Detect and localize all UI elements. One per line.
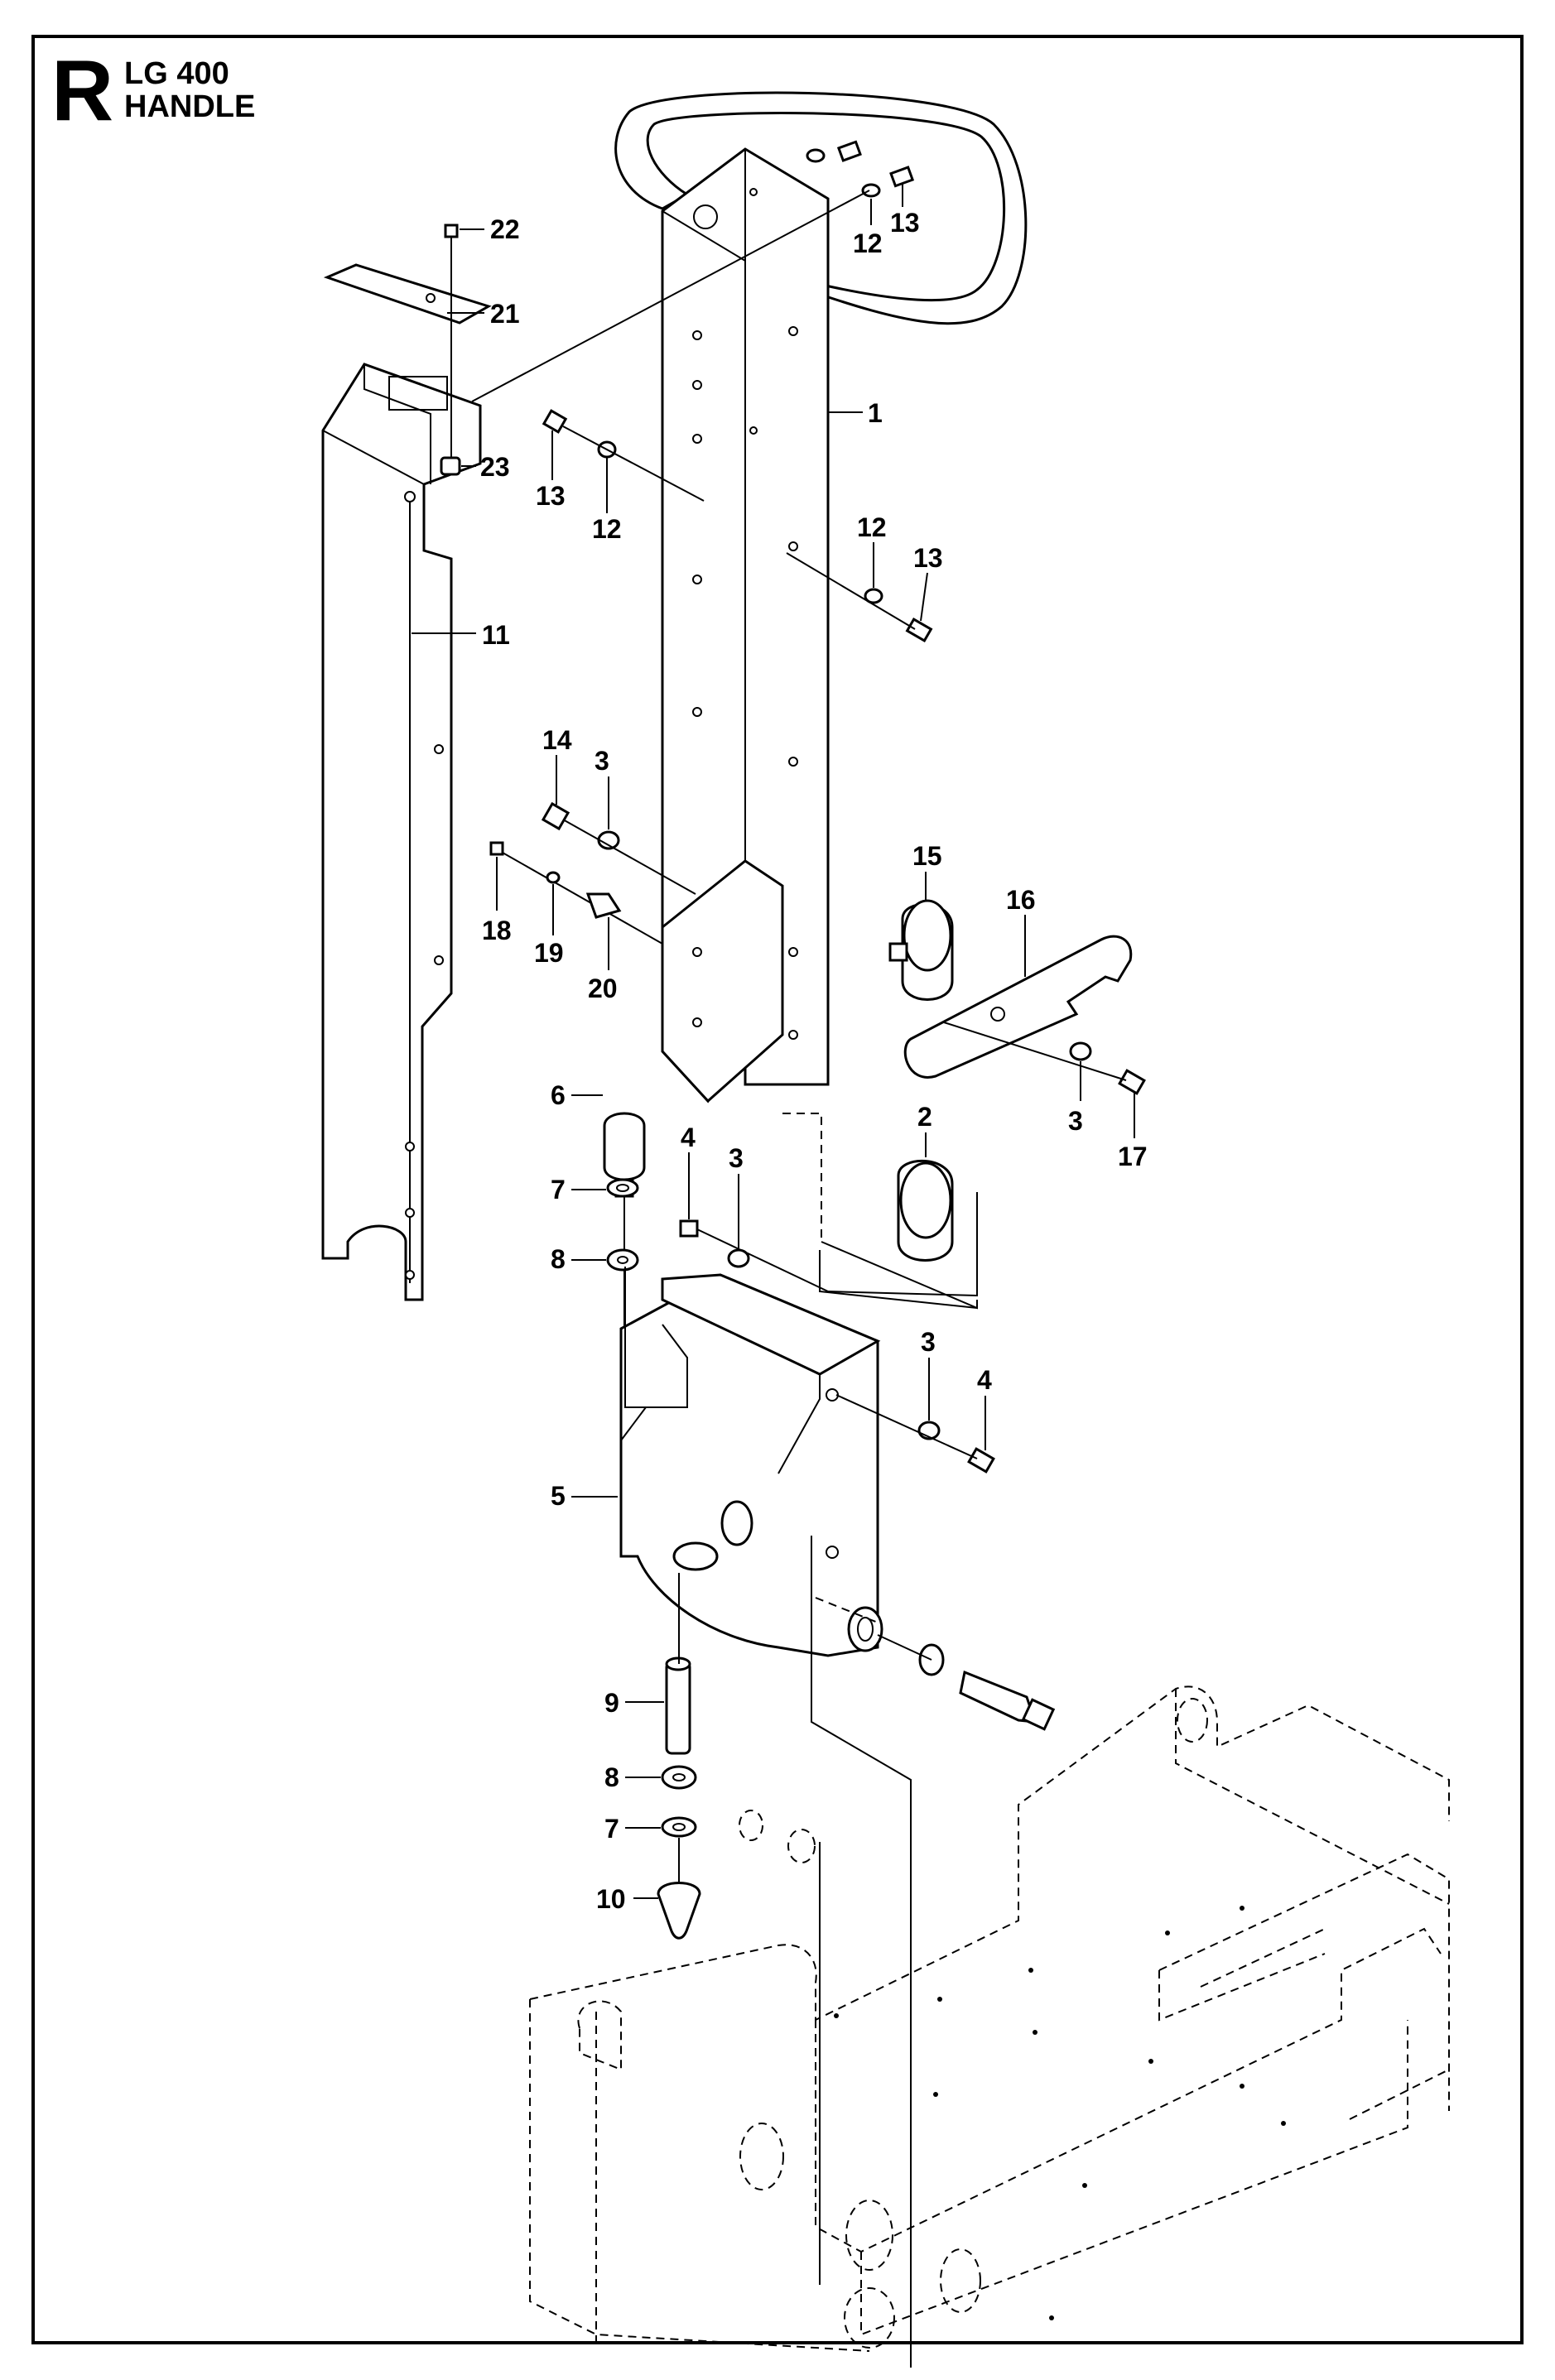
lever-part-16: [903, 935, 1133, 1079]
callout-7a: 7: [551, 1175, 566, 1204]
callout-12c: 12: [857, 512, 887, 542]
side-cover-part-11: [321, 363, 482, 1301]
model-name: LG 400: [124, 56, 229, 91]
nut-part-8-lower: [661, 1765, 697, 1790]
callout-3c: 3: [729, 1143, 744, 1173]
callout-11: 11: [482, 620, 510, 650]
callout-20: 20: [588, 974, 618, 1003]
washer-part-7-lower: [661, 1816, 697, 1838]
callout-19: 19: [534, 938, 564, 968]
callout-13a: 13: [890, 208, 920, 238]
plate-part-21: [323, 263, 492, 325]
spacer-part-9: [665, 1656, 691, 1755]
nut-part-23: [440, 456, 461, 476]
callout-3d: 3: [921, 1327, 936, 1357]
page-frame: [31, 35, 1524, 2344]
callout-12a: 12: [853, 228, 883, 258]
screw-part-22: [444, 224, 459, 459]
callout-2: 2: [917, 1102, 932, 1132]
nut-part-8-upper: [606, 1248, 639, 1272]
callout-12b: 12: [592, 514, 622, 544]
rubber-foot-part-10: [657, 1838, 701, 1940]
callout-10: 10: [596, 1884, 626, 1914]
section-letter: R: [51, 43, 114, 139]
callout-23: 23: [480, 452, 510, 482]
callout-6: 6: [551, 1080, 566, 1110]
callout-14: 14: [542, 725, 572, 755]
callout-8a: 8: [551, 1244, 566, 1274]
bracket-part-5: [619, 1273, 883, 1657]
washer-part-7-upper: [606, 1178, 639, 1198]
callout-3a: 3: [595, 746, 609, 776]
upper-hardware: [471, 140, 1146, 1731]
callout-16: 16: [1006, 885, 1036, 915]
callout-3b: 3: [1068, 1106, 1083, 1136]
assembly-guide-lines: [624, 1113, 978, 2368]
callout-5: 5: [551, 1481, 566, 1511]
callout-15: 15: [912, 841, 942, 871]
callout-4a: 4: [681, 1123, 696, 1152]
callout-8b: 8: [604, 1762, 619, 1792]
callout-22: 22: [490, 214, 520, 244]
rubber-mount-part-15: [888, 899, 954, 1001]
callout-9: 9: [604, 1688, 619, 1718]
machine-frame-phantom: [529, 1685, 1450, 2352]
callout-13b: 13: [536, 481, 566, 511]
callout-18: 18: [482, 916, 512, 945]
callout-labels: 1 2 3 3 3 3 4 4 5 6 7 7 8 8 9 10 11 12: [412, 184, 1148, 1914]
callout-21: 21: [490, 299, 520, 329]
callout-4b: 4: [977, 1365, 992, 1395]
rubber-mount-part-2: [897, 1159, 954, 1262]
callout-17: 17: [1118, 1142, 1148, 1171]
main-column-part-1: [661, 147, 830, 1103]
callout-1: 1: [868, 398, 883, 428]
callout-7b: 7: [604, 1814, 619, 1844]
diagram-title: HANDLE: [124, 89, 256, 124]
callout-13c: 13: [913, 543, 943, 573]
